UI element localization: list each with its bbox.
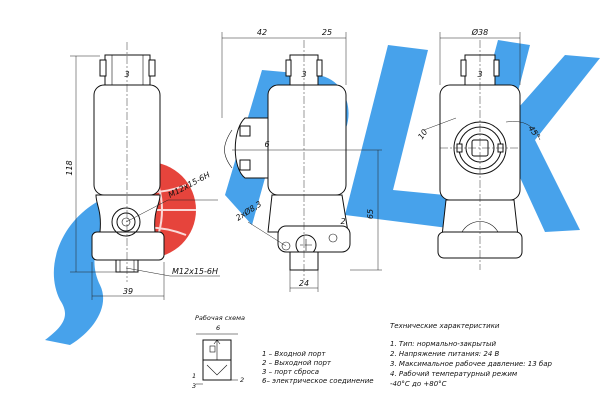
dim-39: 39 [123, 287, 133, 296]
legend-item-2: 2 – Выходной порт [262, 359, 332, 367]
side-view: 3 6 2 42 25 65 24 [221, 28, 382, 292]
specs-title: Технические характеристики [390, 322, 500, 330]
port-legend: 1 – Входной порт 2 – Выходной порт 3 – п… [262, 350, 374, 385]
spec-item-4: 4. Рабочий температурный режим [390, 370, 518, 378]
side-coil-label: 6 [264, 140, 269, 149]
right-view: 3 Ø38 10 45° [416, 27, 542, 270]
scheme-port-3: 3 [192, 382, 196, 390]
dim-25: 25 [322, 28, 332, 37]
spec-item-3: 3. Максимальное рабочее давление: 13 бар [390, 360, 553, 368]
scheme-title: Рабочая схема [195, 314, 245, 322]
thread-callout-2: M12x15-6H [172, 267, 218, 276]
scheme-port-1: 1 [192, 372, 196, 380]
spec-item-1: 1. Тип: нормально-закрытый [390, 340, 497, 348]
legend-item-3: 3 – порт сброса [262, 368, 319, 376]
dim-10: 10 [416, 128, 429, 142]
spec-item-5: -40°С до +80°С [390, 380, 447, 388]
legend-item-1: 1 – Входной порт [262, 350, 326, 358]
dim-65: 65 [366, 209, 375, 219]
side-port-label: 2 [340, 217, 345, 226]
dim-42: 42 [257, 28, 267, 37]
spec-item-2: 2. Напряжение питания: 24 В [390, 350, 500, 358]
scheme-port-6: 6 [216, 324, 220, 332]
scheme-port-2: 2 [240, 376, 244, 384]
tech-specs: Технические характеристики 1. Тип: норма… [390, 322, 553, 388]
legend-item-4: 6– электрическое соединение [262, 377, 374, 385]
dim-118: 118 [65, 160, 74, 175]
front-view: 3 118 39 M12x15-6H M12x15-6H [65, 42, 220, 300]
working-scheme: Рабочая схема 6 1 3 2 [192, 314, 245, 390]
dim-24: 24 [299, 279, 309, 288]
dim-diameter-38: Ø38 [471, 27, 488, 37]
